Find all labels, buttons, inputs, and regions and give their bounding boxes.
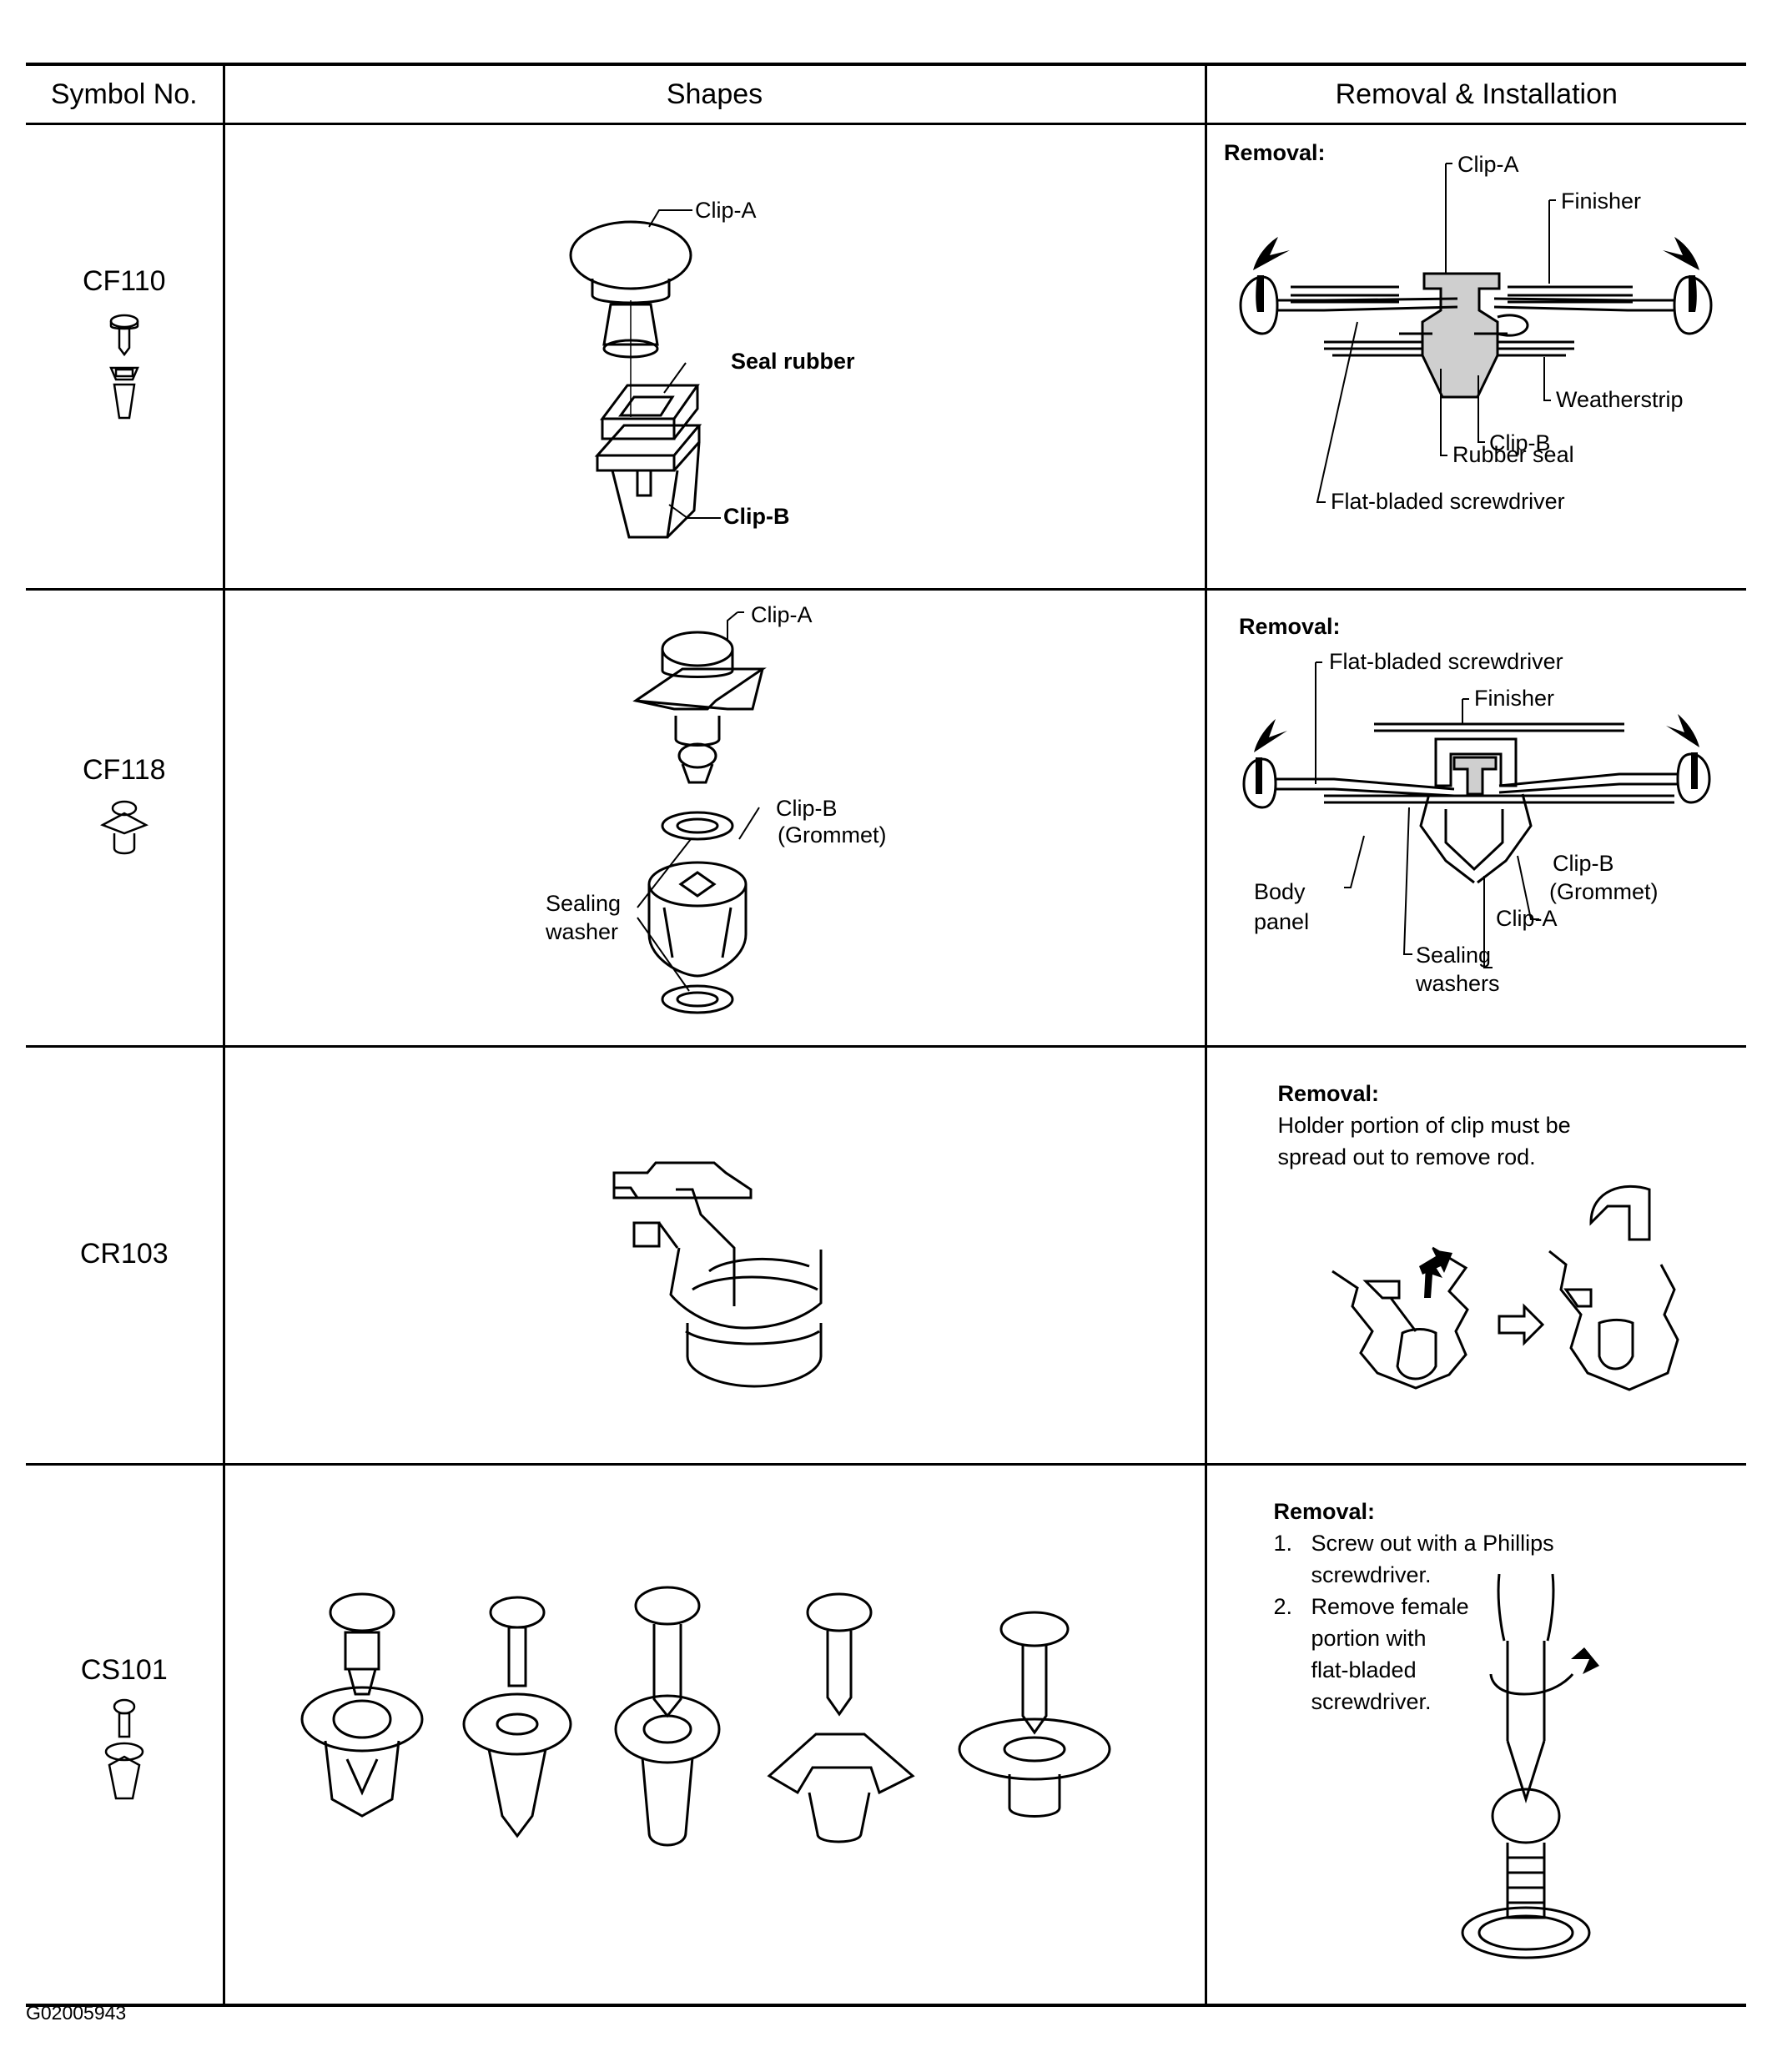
- label-clip-b: Clip-B: [1489, 430, 1551, 455]
- label-panel: panel: [1254, 909, 1309, 934]
- clip-shape-drawing: [612, 1161, 822, 1388]
- step-line: Remove female: [1311, 1594, 1469, 1619]
- clip-symbol-icon: [99, 800, 149, 855]
- removal-diagram: [1461, 1573, 1599, 1959]
- screw-shapes-drawing: [300, 1586, 1110, 1847]
- table-header-row: Symbol No. Shapes Removal & Installation: [26, 63, 1746, 125]
- removal-cell: Removal: Holder portion of clip must be …: [1204, 1046, 1746, 1466]
- step-line: Screw out with a Phillips: [1311, 1531, 1554, 1556]
- step-number: 1.: [1273, 1531, 1293, 1556]
- clip-symbol-icon: [108, 314, 139, 420]
- label-finisher: Finisher: [1474, 686, 1554, 711]
- step-line: screwdriver.: [1311, 1562, 1432, 1587]
- removal-heading: Removal:: [1277, 1081, 1380, 1106]
- shape-cell: [222, 1464, 1206, 2007]
- step-line: portion with: [1311, 1626, 1427, 1651]
- removal-heading: Removal:: [1239, 614, 1341, 639]
- step-text: Screw out with a Phillips screwdriver.: [1311, 1527, 1554, 1591]
- label-clip-b: Clip-B: [1553, 851, 1614, 876]
- label-clip-a: Clip-A: [751, 602, 813, 627]
- header-removal-installation: Removal & Installation: [1204, 63, 1746, 125]
- label-body: Body: [1254, 879, 1306, 904]
- label-seal-rubber: Seal rubber: [731, 349, 855, 374]
- label-clip-b: Clip-B: [776, 796, 838, 821]
- symbol-cell: CR103: [26, 1046, 224, 1466]
- shape-cell: Clip-A Clip-B (Grommet) Sealing washer: [222, 589, 1206, 1048]
- label-rubber-seal: Rubber seal: [1452, 442, 1574, 467]
- clip-shape-drawing: Clip-A Seal rubber Clip-B: [569, 198, 855, 539]
- removal-heading: Removal:: [1224, 140, 1326, 165]
- removal-cell: Removal:: [1204, 123, 1746, 591]
- removal-step: 2. Remove female portion with flat-bladed sc…: [1274, 1591, 1574, 1717]
- clip-shape-drawing: Clip-A Clip-B (Grommet) Sealing washer: [545, 602, 887, 1014]
- symbol-cell: CF110: [26, 123, 224, 591]
- removal-step: 1. Screw out with a Phillips screwdriver.: [1274, 1527, 1574, 1591]
- header-symbol-no: Symbol No.: [26, 63, 224, 125]
- figure-code: G02005943: [26, 2002, 127, 2024]
- label-clip-a: Clip-A: [695, 198, 757, 223]
- removal-cell: Removal: 1. Screw out with a Phillips scre…: [1204, 1464, 1746, 2007]
- label-washer: washer: [545, 919, 618, 944]
- step-number: 2.: [1273, 1594, 1293, 1619]
- shape-cell: [222, 1046, 1206, 1466]
- table-row: CS101: [26, 1464, 1746, 2007]
- label-screwdriver: Flat-bladed screwdriver: [1331, 489, 1565, 514]
- label-grommet: (Grommet): [1549, 879, 1659, 904]
- table-row: CF118: [26, 589, 1746, 1048]
- label-washers: washers: [1415, 971, 1500, 996]
- removal-line-2: spread out to remove rod.: [1277, 1144, 1536, 1169]
- removal-diagram: Removal:: [1224, 140, 1713, 514]
- removal-diagram: [1331, 1184, 1679, 1391]
- symbol-number: CR103: [79, 1238, 169, 1270]
- removal-cell: Removal:: [1204, 589, 1746, 1048]
- label-clip-a: Clip-A: [1496, 906, 1558, 931]
- shape-cell: Clip-A Seal rubber Clip-B: [222, 123, 1206, 591]
- header-shapes: Shapes: [222, 63, 1206, 125]
- symbol-cell: CF118: [26, 589, 224, 1048]
- label-sealing: Sealing: [1416, 943, 1491, 968]
- table-row: CF110: [26, 123, 1746, 591]
- removal-heading: Removal:: [1273, 1499, 1376, 1524]
- symbol-number: CF118: [82, 754, 166, 786]
- table-row: CR103 Removal:: [26, 1046, 1746, 1466]
- label-grommet: (Grommet): [778, 822, 887, 847]
- fastener-table: Symbol No. Shapes Removal & Installation…: [26, 63, 1746, 2007]
- step-text: Remove female portion with flat-bladed scre…: [1311, 1591, 1469, 1717]
- screw-symbol-icon: [104, 1698, 143, 1800]
- symbol-cell: CS101: [26, 1464, 224, 2007]
- label-clip-a: Clip-A: [1457, 152, 1519, 177]
- label-finisher: Finisher: [1561, 189, 1641, 214]
- removal-note: Removal: 1. Screw out with a Phillips scre…: [1274, 1496, 1574, 1717]
- label-sealing: Sealing: [546, 891, 621, 916]
- step-line: flat-bladed: [1311, 1657, 1417, 1682]
- label-weatherstrip: Weatherstrip: [1556, 387, 1684, 412]
- removal-note: Removal: Holder portion of clip must be …: [1278, 1078, 1729, 1173]
- symbol-number: CF110: [82, 265, 166, 297]
- removal-diagram: Removal:: [1239, 614, 1711, 996]
- label-screwdriver: Flat-bladed screwdriver: [1329, 649, 1563, 674]
- step-line: screwdriver.: [1311, 1689, 1432, 1714]
- symbol-number: CS101: [80, 1654, 168, 1686]
- label-clip-b: Clip-B: [723, 504, 789, 529]
- removal-line-1: Holder portion of clip must be: [1277, 1113, 1571, 1138]
